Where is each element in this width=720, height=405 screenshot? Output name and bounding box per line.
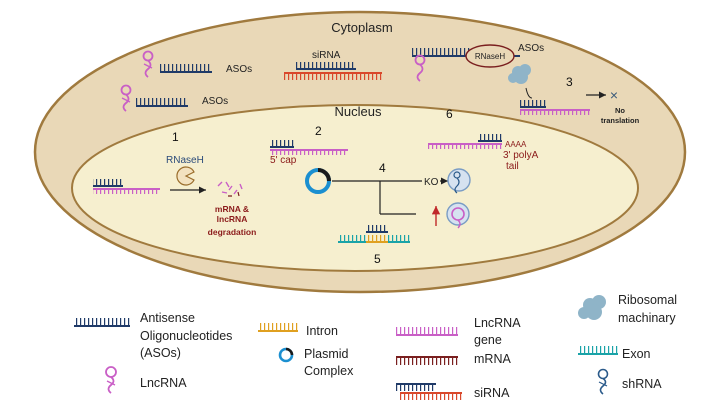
step-3-number: 3 — [566, 75, 573, 89]
legend-exon-label: Exon — [622, 347, 651, 361]
lncrna-icon — [142, 50, 154, 78]
degradation-label-3: degradation — [208, 227, 257, 237]
aso-lncrna-top-left — [142, 50, 212, 78]
step-5-number: 5 — [374, 252, 381, 266]
legend-intron-label: Intron — [306, 324, 338, 338]
legend-plasmid-icon — [278, 347, 294, 363]
aso-rnaseh-complex — [412, 44, 520, 82]
legend-mrna-label: mRNA — [474, 352, 511, 366]
legend-aso-label-3: (ASOs) — [140, 346, 181, 360]
aso-5cap-complex — [270, 140, 348, 155]
asos-label-left: ASOs — [202, 96, 228, 107]
step-4-number: 4 — [379, 161, 386, 175]
no-translation-label-1: No — [615, 106, 625, 115]
polya-label-1: AAAA — [505, 140, 527, 149]
aso-lncrna-left — [120, 84, 188, 112]
sirna-label-top: siRNA — [312, 50, 341, 61]
legend-lncrna-gene-label-2: gene — [474, 333, 502, 347]
legend-aso-label-1: Antisense — [140, 311, 195, 325]
step-6-number: 6 — [446, 107, 453, 121]
legend-shrna-label: shRNA — [622, 377, 662, 391]
degradation-label-2: lncRNA — [217, 214, 248, 224]
legend-aso-swatch — [74, 318, 130, 326]
legend-lncrna-label: LncRNA — [140, 376, 187, 390]
step-1-number: 1 — [172, 130, 179, 144]
aso-blocked-mrna — [520, 100, 590, 115]
lncrna-icon — [414, 54, 426, 82]
cytoplasm-label: Cytoplasm — [331, 20, 392, 35]
aso-exon-intron-complex — [338, 225, 410, 243]
shrna-plasmid-ko — [447, 168, 471, 194]
ko-label: KO — [424, 177, 439, 188]
legend-shrna-icon — [597, 368, 609, 395]
legend-exon-swatch — [578, 346, 618, 354]
legend-ribosome-label-2: machinary — [618, 311, 676, 325]
no-translation-label-2: translation — [601, 116, 640, 125]
legend-lncrna-gene-swatch — [396, 327, 458, 335]
plasmid-icon — [305, 168, 331, 194]
sirna-duplex-top — [284, 62, 382, 80]
rnaseh-label-cyto: RNaseH — [475, 52, 505, 61]
degraded-fragments-icon — [217, 181, 243, 197]
legend-sirna-label: siRNA — [474, 386, 510, 400]
rnaseh-pacman-icon — [176, 166, 195, 186]
legend-mrna-swatch — [396, 357, 458, 365]
legend-aso-label-2: Oligonucleotides — [140, 329, 232, 343]
legend-lncrna-icon — [105, 366, 117, 394]
lncrna-icon — [120, 84, 132, 112]
nucleus-label: Nucleus — [335, 104, 382, 119]
legend-ribosome-icon — [578, 295, 606, 320]
polya-label-2: 3' polyA — [503, 150, 539, 161]
aso-lncrna-target-nucleus — [93, 179, 160, 194]
step-2-number: 2 — [315, 124, 322, 138]
legend-intron-swatch — [258, 323, 298, 331]
polya-label-3: tail — [506, 161, 519, 172]
legend-ribosome-label-1: Ribosomal — [618, 293, 677, 307]
degradation-label-1: mRNA & — [215, 204, 249, 214]
legend: Antisense Oligonucleotides (ASOs) LncRNA… — [74, 293, 677, 400]
legend-lncrna-gene-label-1: LncRNA — [474, 316, 521, 330]
shrna-plasmid-oe — [446, 202, 470, 229]
rnaseh-oval — [465, 44, 515, 68]
aso-polya-complex — [428, 134, 502, 149]
ribosome-icon — [508, 64, 531, 84]
asos-label-top-left: ASOs — [226, 64, 252, 75]
legend-plasmid-label-2: Complex — [304, 364, 354, 378]
block-x-icon: × — [610, 87, 618, 103]
five-cap-label: 5' cap — [270, 155, 297, 166]
legend-sirna-swatch — [396, 383, 462, 400]
ribosome-arrow — [525, 87, 533, 99]
rnaseh-label-nucleus: RNaseH — [166, 155, 204, 166]
asos-label-right: ASOs — [518, 43, 544, 54]
legend-plasmid-label-1: Plasmid — [304, 347, 349, 361]
